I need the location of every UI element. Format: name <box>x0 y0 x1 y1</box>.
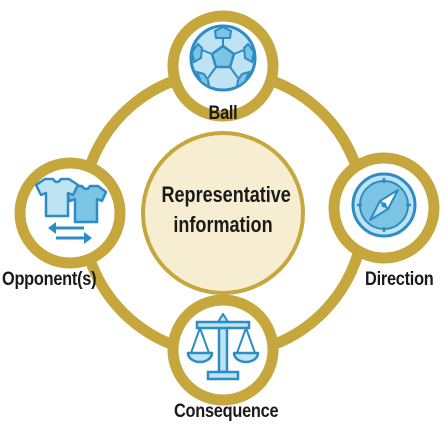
center-label-line2: information <box>173 212 273 237</box>
compass-icon <box>351 172 417 238</box>
center-label: Representative information <box>161 180 291 240</box>
scales-icon <box>186 313 260 381</box>
node-consequence <box>167 294 279 406</box>
label-opponents: Opponent(s) <box>2 269 97 290</box>
soccer-ball-icon <box>189 24 257 92</box>
label-direction: Direction <box>365 269 434 290</box>
jerseys-swap-icon <box>34 177 108 244</box>
center-label-line1: Representative <box>161 182 291 207</box>
node-direction <box>328 152 440 264</box>
center-circle <box>141 131 305 295</box>
node-ball <box>167 10 279 122</box>
label-consequence: Consequence <box>173 401 279 422</box>
node-opponents <box>14 157 126 269</box>
label-ball: Ball <box>208 103 238 124</box>
